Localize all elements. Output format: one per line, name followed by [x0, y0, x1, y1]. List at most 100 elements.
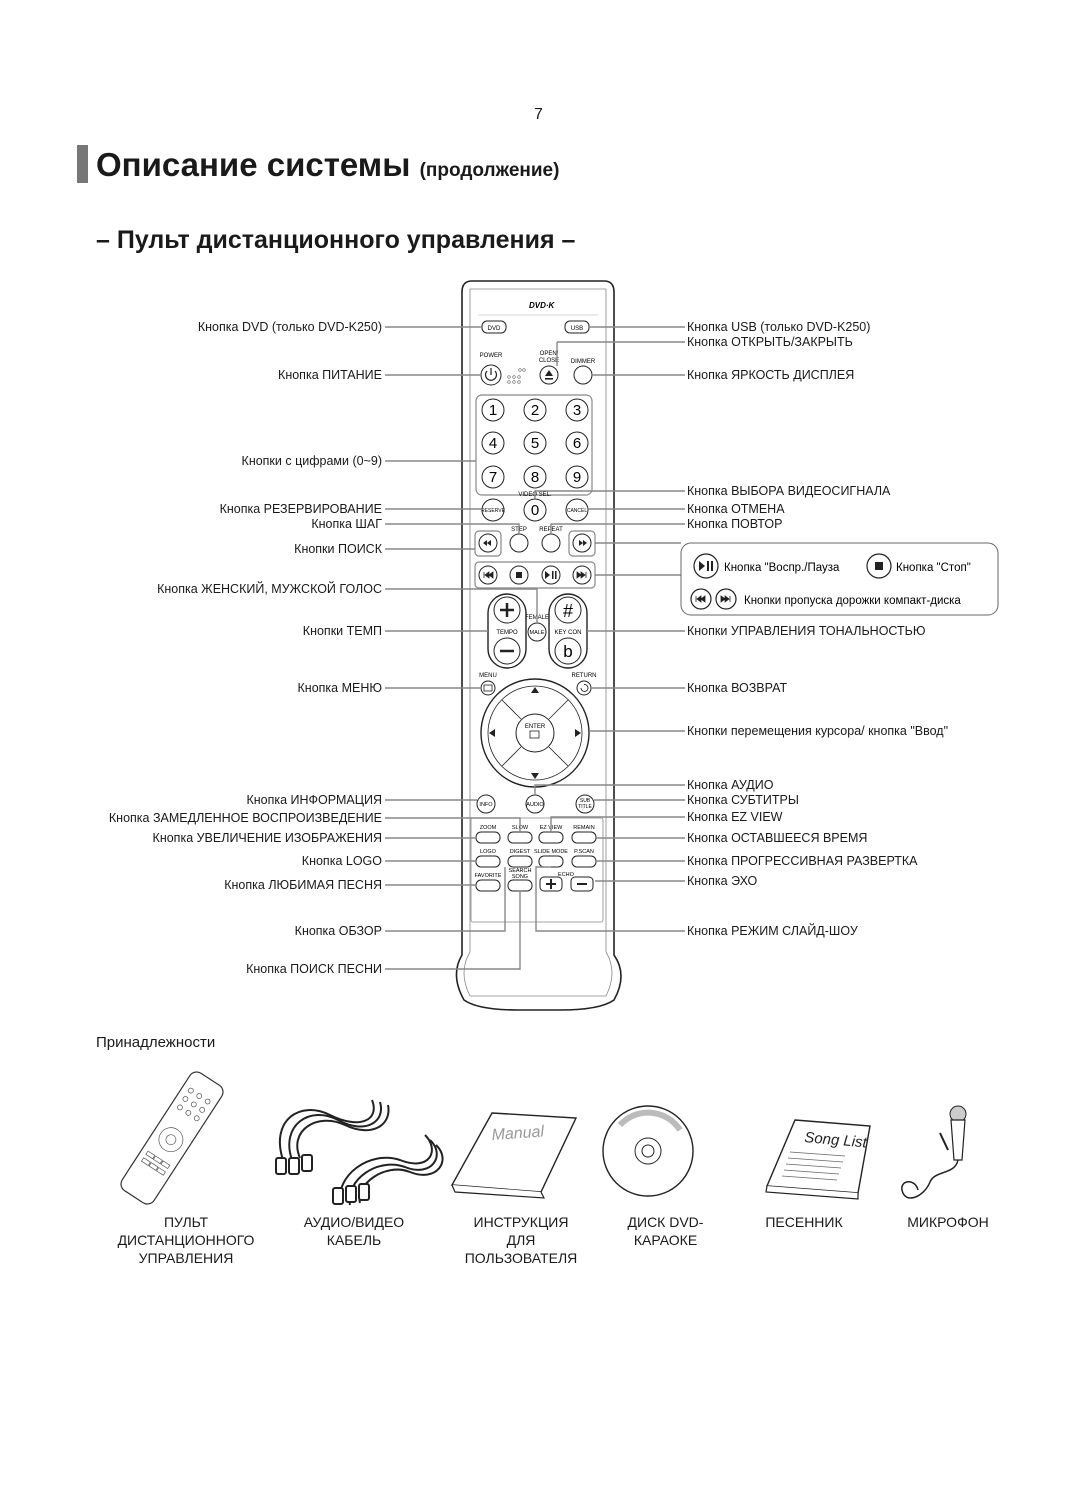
label-numbers: Кнопки с цифрами (0~9) [242, 454, 382, 468]
number-9-button[interactable]: 9 [565, 465, 589, 489]
accessory-dvd-disc-image [602, 1105, 694, 1197]
key-sharp-button[interactable]: # [554, 596, 582, 624]
accessory-dvd-line1: ДИСК DVD- [627, 1214, 704, 1230]
echo-minus-button[interactable] [570, 876, 594, 892]
step-button[interactable] [509, 533, 529, 553]
slow-button[interactable] [507, 831, 533, 844]
stop-button[interactable] [509, 565, 529, 585]
key-con-text: KEY CON [555, 630, 582, 636]
slide-mode-button[interactable] [538, 855, 564, 868]
accessory-manual-line1: ИНСТРУКЦИЯ [473, 1214, 569, 1230]
menu-text: MENU [479, 673, 497, 679]
accessories-illustrations: Manual Song List [120, 1071, 967, 1206]
svg-text:AUDIO: AUDIO [526, 802, 544, 808]
cursor-up-icon [531, 687, 539, 693]
svg-text:b: b [563, 642, 572, 661]
brand-logo: DVD·K [529, 301, 556, 310]
male-female-button[interactable]: MALE [527, 622, 547, 642]
accessory-av-line2: КАБЕЛЬ [326, 1232, 382, 1248]
logo-button[interactable] [475, 855, 501, 868]
usb-button[interactable]: USB [564, 320, 590, 334]
leader-lines [385, 326, 685, 970]
play-pause-button[interactable] [541, 565, 561, 585]
accessory-remote-line2: ДИСТАНЦИОННОГО [117, 1232, 255, 1248]
search-forward-button[interactable] [572, 533, 592, 553]
tempo-down-button[interactable] [493, 637, 521, 665]
label-ez-view: Кнопка EZ VIEW [687, 810, 783, 824]
digest-button[interactable] [507, 855, 533, 868]
cancel-button[interactable]: CANCEL [565, 498, 589, 522]
dimmer-button[interactable] [573, 365, 593, 385]
accessory-remote-line1: ПУЛЬТ [163, 1214, 209, 1230]
power-led-dots [507, 368, 526, 384]
page-title: Описание системы (продолжение) [96, 146, 559, 184]
number-1-button[interactable]: 1 [481, 398, 505, 422]
cursor-left-icon [489, 729, 495, 737]
label-step: Кнопка ШАГ [311, 517, 382, 531]
svg-text:CANCEL: CANCEL [567, 508, 588, 514]
label-logo: Кнопка LOGO [302, 854, 382, 868]
label-video-sel: Кнопка ВЫБОРА ВИДЕОСИГНАЛА [687, 484, 891, 498]
search-song-button[interactable] [507, 879, 533, 892]
tempo-text: TEMPO [496, 630, 518, 636]
svg-text:5: 5 [531, 435, 539, 452]
accessory-av-line1: АУДИО/ВИДЕО [303, 1214, 405, 1230]
cursor-down-icon [531, 773, 539, 779]
echo-plus-button[interactable] [539, 876, 563, 892]
skip-forward-button[interactable] [572, 565, 592, 585]
svg-text:DVD: DVD [488, 326, 501, 332]
power-button[interactable] [480, 364, 502, 386]
open-close-button[interactable] [539, 365, 559, 385]
number-3-button[interactable]: 3 [565, 398, 589, 422]
svg-text:1: 1 [489, 402, 497, 419]
number-6-button[interactable]: 6 [565, 431, 589, 455]
search-back-button[interactable] [478, 533, 498, 553]
slide-mode-text: SLIDE MODE [534, 849, 568, 855]
tempo-up-button[interactable] [493, 596, 521, 624]
legend-play-pause-icon [693, 553, 719, 579]
number-4-button[interactable]: 4 [481, 431, 505, 455]
section-subtitle: – Пульт дистанционного управления – [96, 226, 576, 254]
legend-skip-back-icon [690, 588, 712, 610]
search-song-text-2: SONG [512, 874, 528, 880]
svg-text:0: 0 [531, 502, 539, 519]
enter-button[interactable]: ENTER [525, 724, 546, 739]
info-button[interactable]: INFO [476, 794, 496, 814]
audio-button[interactable]: AUDIO [525, 794, 545, 814]
number-8-button[interactable]: 8 [523, 465, 547, 489]
digest-text: DIGEST [510, 849, 531, 855]
ez-view-button[interactable] [538, 831, 564, 844]
skip-back-button[interactable] [478, 565, 498, 585]
accessories-heading: Принадлежности [96, 1034, 216, 1051]
cursor-pad[interactable] [480, 678, 590, 788]
accessory-dvd-label: ДИСК DVD- КАРАОКЕ [598, 1213, 733, 1249]
accessory-remote-image [120, 1071, 224, 1205]
reserve-button[interactable]: RESERVE [481, 498, 506, 522]
number-0-button[interactable]: 0 [523, 498, 547, 522]
label-menu: Кнопка МЕНЮ [298, 681, 383, 695]
logo-text: LOGO [480, 849, 497, 855]
svg-text:8: 8 [531, 469, 539, 486]
key-flat-button[interactable]: b [554, 637, 582, 665]
close-text: CLOSE [539, 358, 559, 364]
dvd-button[interactable]: DVD [481, 320, 507, 334]
accessory-dvd-line2: КАРАОКЕ [633, 1232, 698, 1248]
number-2-button[interactable]: 2 [523, 398, 547, 422]
zoom-button[interactable] [475, 831, 501, 844]
menu-button[interactable] [480, 680, 496, 696]
remain-button[interactable] [571, 831, 597, 844]
accessory-av-cable-image [275, 1099, 444, 1206]
label-audio: Кнопка АУДИО [687, 778, 774, 792]
label-digest: Кнопка ОБЗОР [295, 924, 382, 938]
return-button[interactable] [576, 680, 592, 696]
favorite-button[interactable] [475, 879, 501, 892]
repeat-button[interactable] [541, 533, 561, 553]
number-7-button[interactable]: 7 [481, 465, 505, 489]
power-text: POWER [480, 353, 503, 359]
svg-text:INFO: INFO [479, 802, 493, 808]
p-scan-button[interactable] [571, 855, 597, 868]
label-dvd: Кнопка DVD (только DVD-K250) [198, 320, 382, 334]
number-5-button[interactable]: 5 [523, 431, 547, 455]
label-female-male: Кнопка ЖЕНСКИЙ, МУЖСКОЙ ГОЛОС [157, 581, 382, 596]
